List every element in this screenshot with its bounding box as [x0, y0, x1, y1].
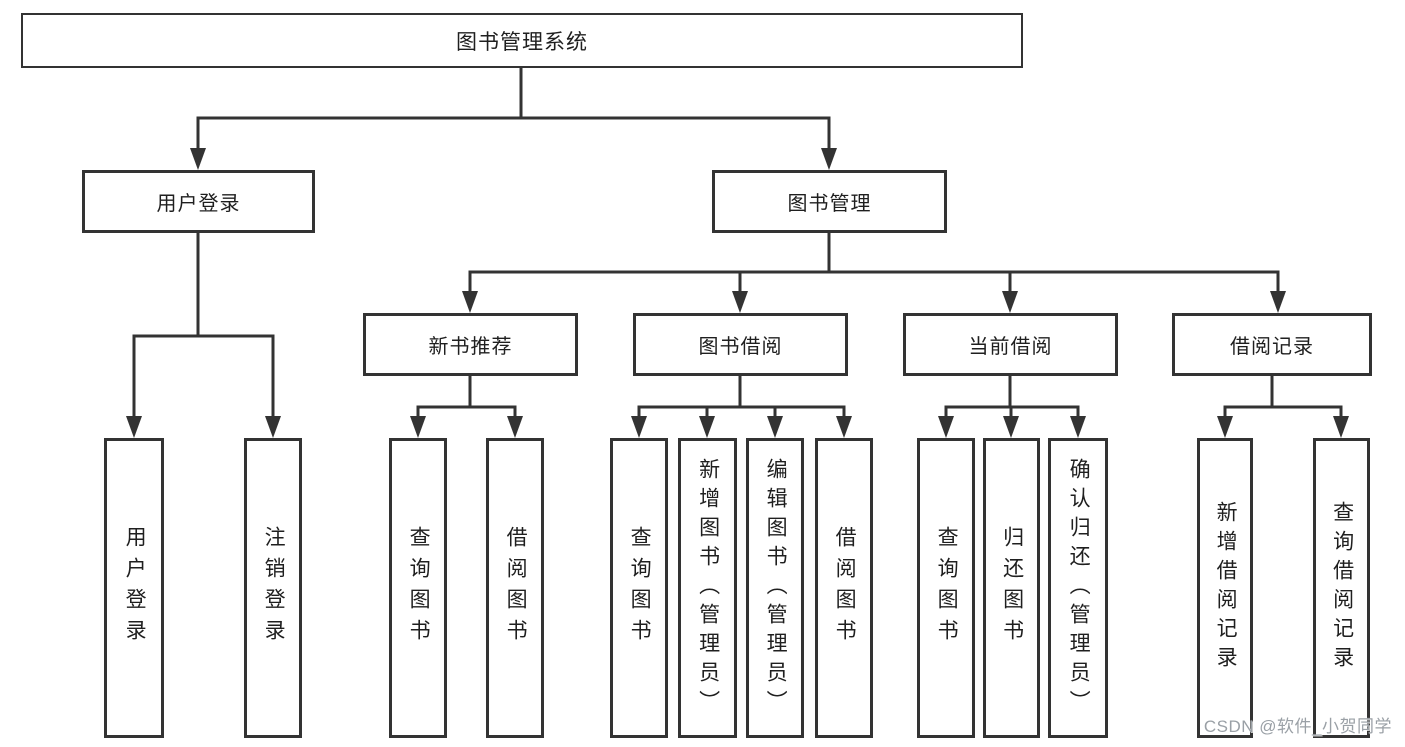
leaf-label: 借阅图书	[833, 526, 857, 650]
leaf-label: 确认归还（管理员）	[1067, 457, 1091, 719]
leaf-add-borrow-record: 新增借阅记录	[1197, 438, 1253, 738]
leaf-confirm-return-admin: 确认归还（管理员）	[1048, 438, 1108, 738]
node-label: 图书借阅	[698, 336, 783, 358]
leaf-query-books-recommendation: 查询图书	[389, 438, 447, 738]
leaf-label: 注销登录	[262, 526, 286, 650]
node-library-management-system: 图书管理系统	[21, 13, 1023, 68]
node-book-borrowing: 图书借阅	[633, 313, 848, 376]
leaf-edit-books-admin: 编辑图书（管理员）	[746, 438, 804, 738]
leaf-logout: 注销登录	[244, 438, 302, 738]
node-book-management: 图书管理	[712, 170, 947, 233]
leaf-query-books-current: 查询图书	[917, 438, 975, 738]
node-new-book-recommendation: 新书推荐	[363, 313, 578, 376]
node-label: 图书管理	[787, 193, 872, 215]
node-label: 当前借阅	[968, 336, 1053, 358]
leaf-borrow-books-recommendation: 借阅图书	[486, 438, 544, 738]
node-user-login: 用户登录	[82, 170, 315, 233]
node-label: 新书推荐	[428, 336, 513, 358]
watermark: CSDN @软件_小贺同学	[1203, 717, 1392, 736]
leaf-label: 新增借阅记录	[1214, 501, 1238, 675]
leaf-label: 新增图书（管理员）	[696, 457, 720, 719]
leaf-return-books: 归还图书	[983, 438, 1040, 738]
node-label: 用户登录	[156, 193, 241, 215]
leaf-label: 编辑图书（管理员）	[764, 457, 788, 719]
leaf-label: 借阅图书	[504, 526, 528, 650]
node-current-borrowing: 当前借阅	[903, 313, 1118, 376]
leaf-label: 查询图书	[935, 526, 959, 650]
leaf-label: 查询图书	[407, 526, 431, 650]
leaf-user-login: 用户登录	[104, 438, 164, 738]
node-borrowing-records: 借阅记录	[1172, 313, 1372, 376]
leaf-add-books-admin: 新增图书（管理员）	[678, 438, 737, 738]
node-label: 借阅记录	[1230, 336, 1314, 358]
leaf-label: 用户登录	[123, 526, 147, 650]
leaf-borrow-books: 借阅图书	[815, 438, 873, 738]
leaf-label: 查询借阅记录	[1330, 501, 1354, 675]
leaf-query-borrow-record: 查询借阅记录	[1313, 438, 1370, 738]
leaf-label: 归还图书	[1000, 526, 1024, 650]
node-label: 图书管理系统	[456, 30, 588, 54]
leaf-label: 查询图书	[628, 526, 652, 650]
leaf-query-books-borrowing: 查询图书	[610, 438, 668, 738]
